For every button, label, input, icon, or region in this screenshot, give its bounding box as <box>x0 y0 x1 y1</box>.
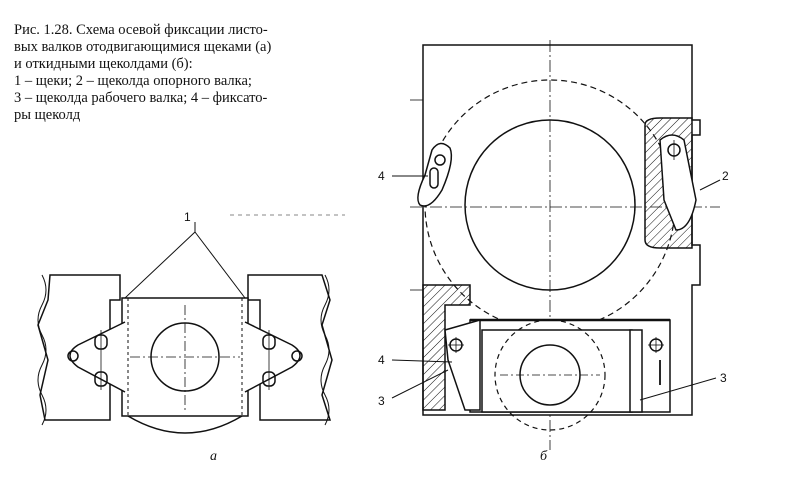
label-2: 2 <box>722 169 729 183</box>
caption-line-1: Рис. 1.28. Схема осевой фиксации листо- <box>14 22 268 38</box>
caption-line-4: 1 – щеки; 2 – щеколда опорного валка; <box>14 73 252 89</box>
label-3-left: 3 <box>378 394 385 408</box>
cheek-left <box>69 321 126 393</box>
caption-line-3: и откидными щеколдами (б): <box>14 56 193 72</box>
cheek-right <box>244 321 301 393</box>
figure-b <box>391 40 721 450</box>
subfig-label-a: а <box>210 449 217 464</box>
label-1: 1 <box>184 210 191 224</box>
caption-line-6: ры щеколд <box>14 107 81 123</box>
caption-line-5: 3 – щеколда рабочего валка; 4 – фиксато- <box>14 90 268 106</box>
caption-line-2: вых валков отодвигающимися щеками (а) <box>14 39 272 55</box>
label-4-bottom: 4 <box>378 353 385 367</box>
fixator-top <box>417 142 453 207</box>
latch-work-roll-left <box>444 319 481 411</box>
figure-a <box>37 214 345 434</box>
subfig-label-b: б <box>540 449 548 464</box>
label-4-top: 4 <box>378 169 385 183</box>
figure-caption: Рис. 1.28. Схема осевой фиксации листо- … <box>14 22 359 124</box>
label-3-right: 3 <box>720 371 727 385</box>
